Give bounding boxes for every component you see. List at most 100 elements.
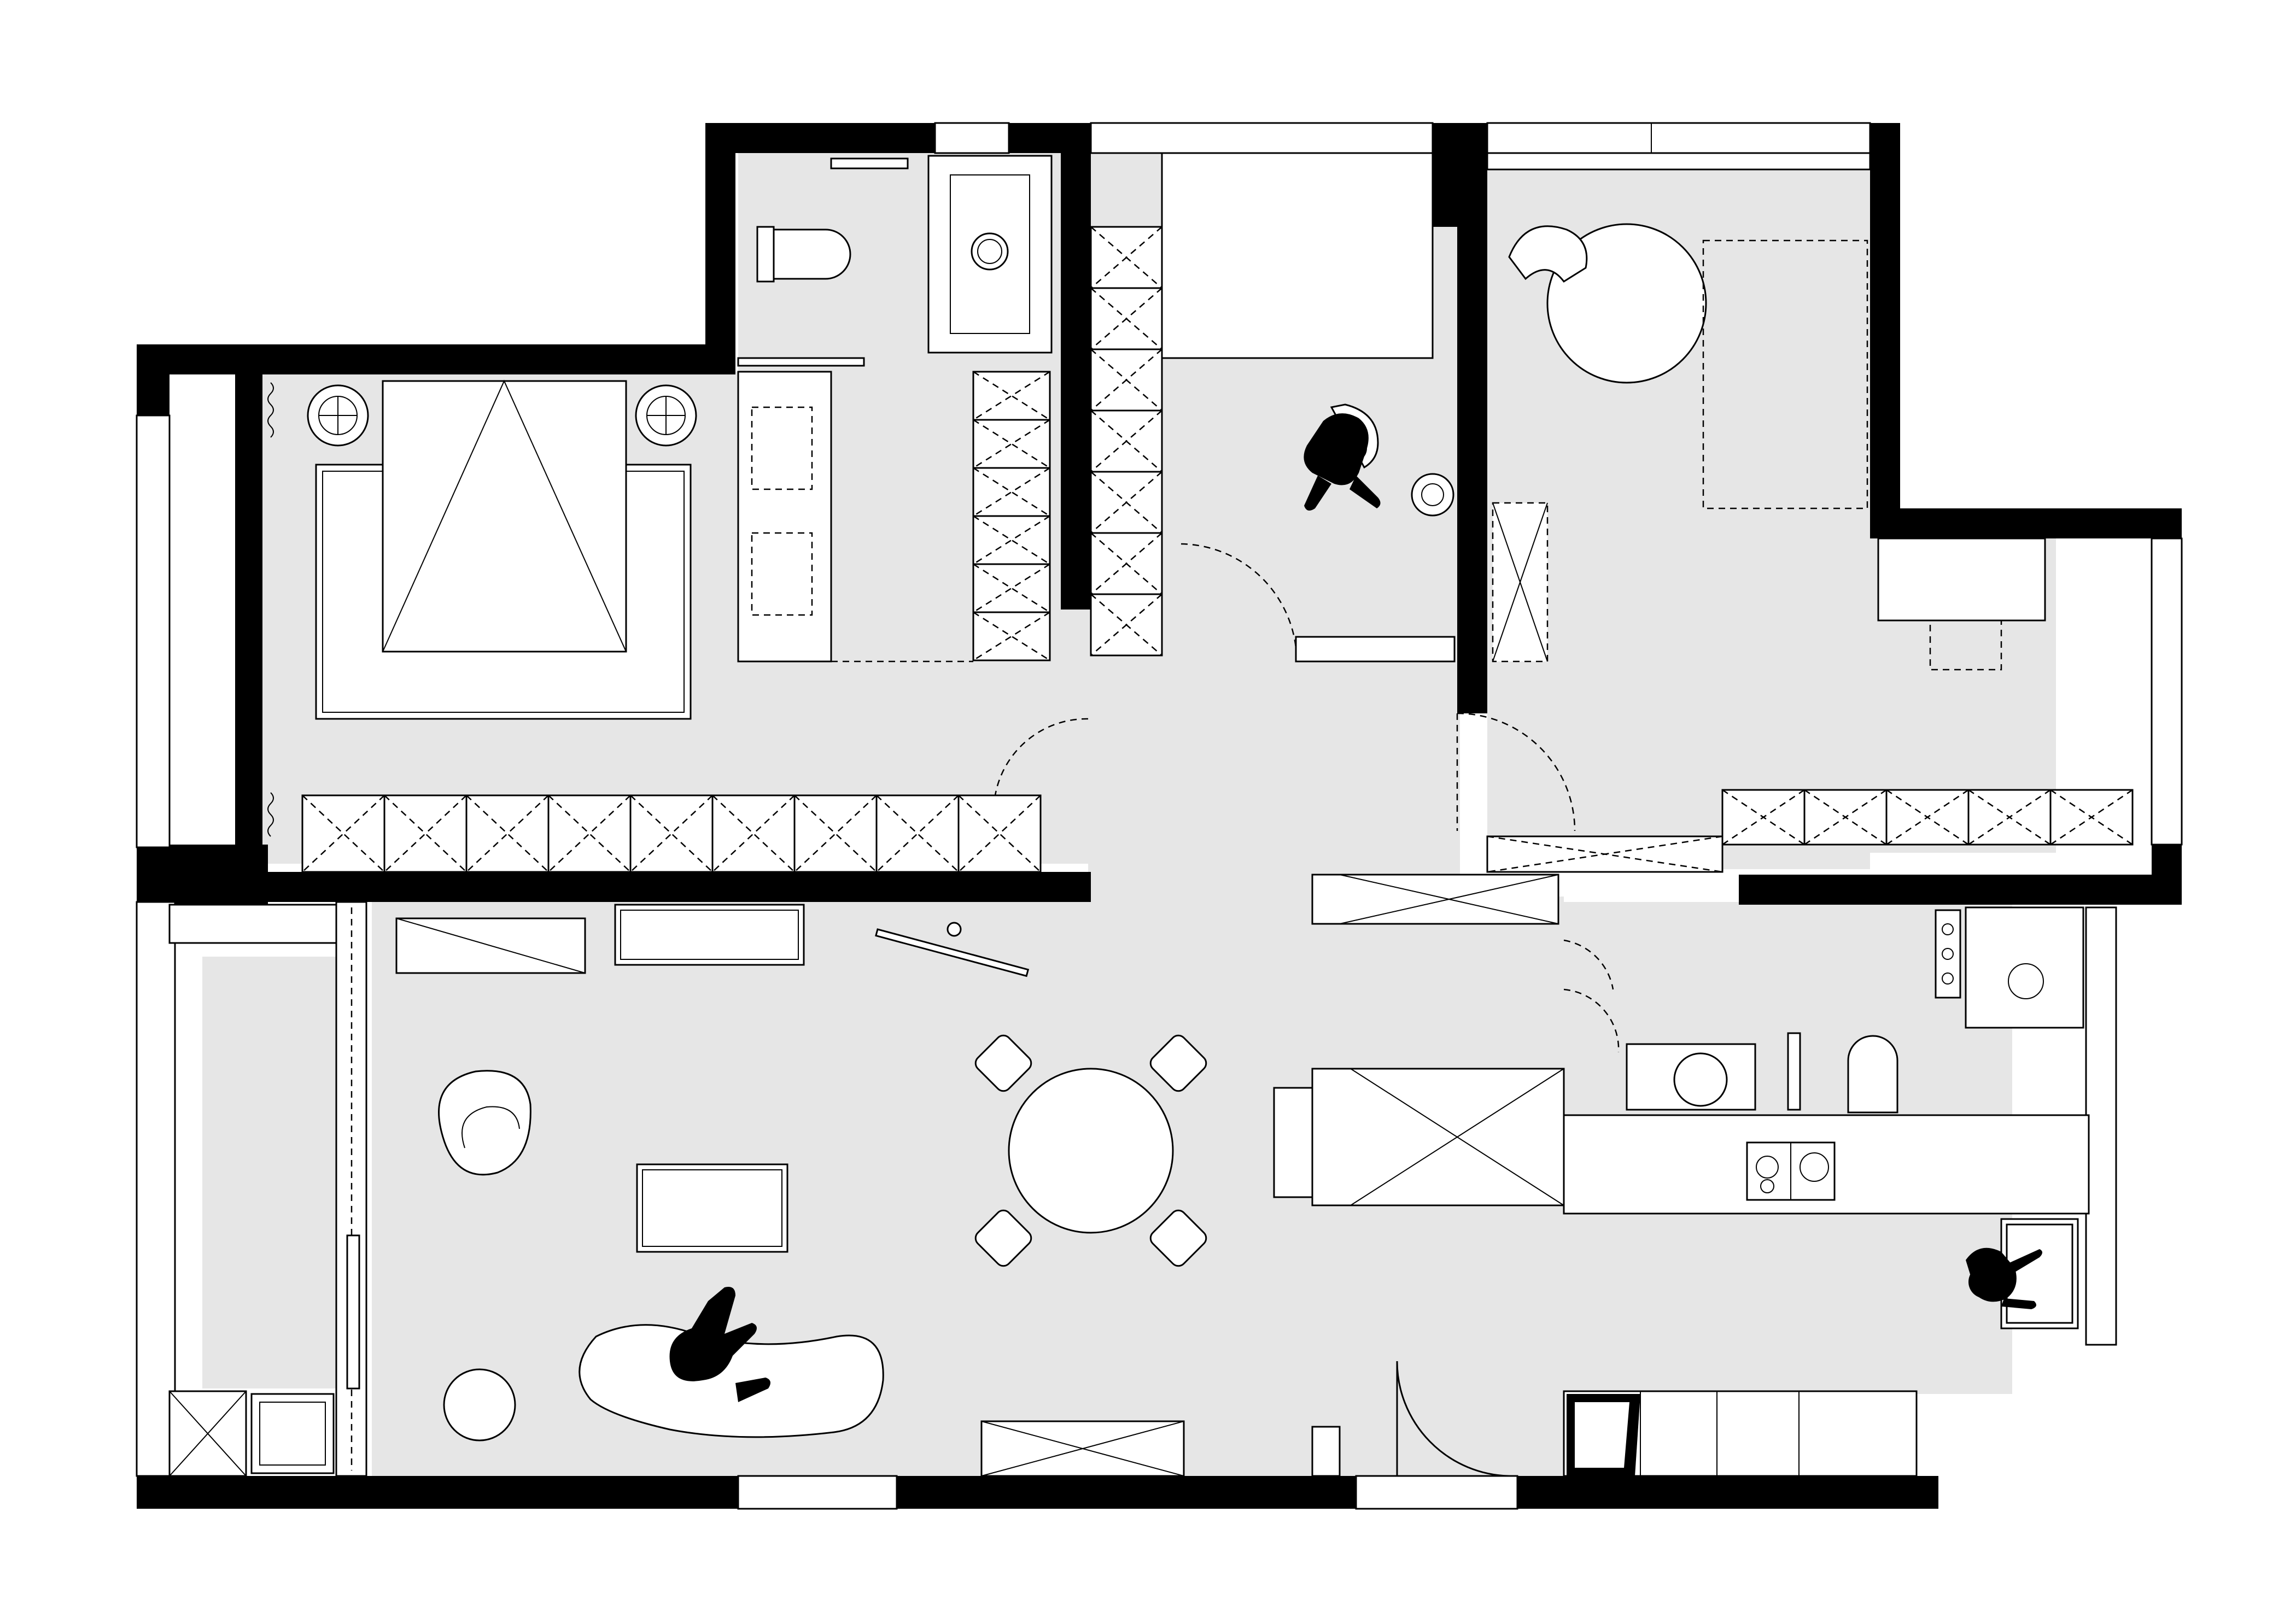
closet-module bbox=[972, 467, 1051, 517]
toilet-icon bbox=[773, 228, 851, 280]
dining-chair-icon bbox=[974, 1034, 1032, 1092]
kitchen bbox=[1563, 906, 2090, 1477]
window-frame bbox=[1090, 122, 1434, 154]
wardrobe-icon bbox=[301, 794, 1042, 873]
wardrobe-module bbox=[301, 794, 385, 873]
person-silhouette-icon bbox=[669, 1287, 770, 1402]
wardrobe-module bbox=[1721, 789, 1806, 846]
wall-segment bbox=[1064, 153, 1083, 197]
wardrobe-module bbox=[1885, 789, 1970, 846]
sink-icon bbox=[751, 406, 813, 490]
person-silhouette-icon bbox=[1304, 413, 1381, 511]
window-frame bbox=[1355, 1475, 1518, 1510]
closet-module bbox=[1090, 471, 1163, 534]
closet-module bbox=[1090, 226, 1163, 289]
wall-segment bbox=[137, 1476, 738, 1509]
wardrobe-module bbox=[547, 794, 632, 873]
armchair-icon bbox=[1508, 225, 1588, 283]
washer-drum bbox=[971, 232, 1009, 271]
shelf-module bbox=[1486, 835, 1724, 873]
coffee-table bbox=[636, 1163, 788, 1253]
kids-bedroom bbox=[1456, 152, 2046, 831]
washing-machine-icon bbox=[250, 1393, 335, 1474]
wardrobe-module bbox=[1967, 789, 2052, 846]
sink-icon bbox=[2006, 1223, 2073, 1324]
shoe-cabinet bbox=[1311, 874, 1559, 925]
window-frame bbox=[2151, 537, 2183, 846]
wall-segment bbox=[1457, 123, 1487, 713]
cooktop-icon bbox=[1746, 1141, 1836, 1201]
door-swing-icon bbox=[1396, 1361, 1510, 1477]
bench bbox=[614, 904, 805, 966]
side-table-icon bbox=[443, 1368, 516, 1442]
wall-segment bbox=[705, 123, 935, 153]
wall-segment bbox=[1739, 875, 2182, 905]
living-room bbox=[335, 901, 1185, 1477]
door-swing-icon bbox=[1181, 543, 1297, 648]
window-frame bbox=[737, 1475, 898, 1510]
chair bbox=[1929, 619, 2002, 671]
windows bbox=[136, 122, 2183, 1510]
person-silhouette-icon bbox=[1966, 1247, 2042, 1309]
wall-segment bbox=[137, 872, 1091, 902]
wall-segment bbox=[1870, 508, 2182, 538]
wall-segment bbox=[235, 372, 262, 872]
toilet-tank bbox=[756, 226, 775, 283]
threshold bbox=[1295, 636, 1456, 663]
washing-machine-icon bbox=[1965, 906, 2084, 1029]
towel-rail bbox=[830, 157, 909, 169]
west-closet bbox=[168, 904, 337, 1477]
floor-lamp-icon bbox=[875, 922, 1030, 977]
closet-module bbox=[972, 515, 1051, 565]
closet-module bbox=[972, 563, 1051, 613]
wall-segment bbox=[137, 344, 170, 415]
door-swing-icon bbox=[1457, 712, 1576, 831]
towel-rack bbox=[1787, 1032, 1801, 1111]
bathroom bbox=[737, 155, 1053, 663]
master-bedroom bbox=[267, 379, 1089, 873]
curtain bbox=[267, 792, 274, 837]
wardrobe-module bbox=[711, 794, 796, 873]
wardrobe-module bbox=[465, 794, 550, 873]
study bbox=[1161, 152, 1456, 663]
wall-segment bbox=[897, 1476, 1356, 1509]
washing-machine-icon bbox=[927, 155, 1053, 354]
bed-icon bbox=[382, 380, 627, 653]
closet-module bbox=[972, 611, 1051, 661]
desk bbox=[1161, 152, 1434, 359]
coat-cabinet bbox=[1311, 1068, 1565, 1206]
closet-module bbox=[972, 419, 1051, 469]
door-post bbox=[1311, 1426, 1341, 1477]
closet-module bbox=[1090, 409, 1163, 473]
kitchen-window bbox=[2085, 906, 2117, 1346]
glass-partition bbox=[346, 1234, 360, 1390]
wardrobe-module bbox=[793, 794, 878, 873]
window-frame bbox=[1486, 122, 1871, 154]
wardrobe-module bbox=[1803, 789, 1888, 846]
bench bbox=[1273, 1087, 1313, 1198]
wardrobe-module bbox=[957, 794, 1042, 873]
door-swing-icon bbox=[1563, 939, 1614, 990]
play-mat bbox=[1702, 239, 1868, 509]
door-swing-icon bbox=[1563, 988, 1620, 1053]
wardrobe-module bbox=[2049, 789, 2134, 846]
wall-segment bbox=[1870, 123, 1900, 538]
dining-chair-icon bbox=[974, 1209, 1032, 1267]
shelf-rail bbox=[1486, 152, 1871, 171]
wall-segment bbox=[1061, 123, 1091, 610]
nightstand-lamp-icon bbox=[635, 384, 697, 447]
curtain bbox=[267, 382, 274, 438]
wall-segment bbox=[1517, 1476, 1938, 1509]
entry-hall bbox=[1273, 874, 1898, 1477]
desk bbox=[1877, 537, 2046, 622]
nightstand-lamp-icon bbox=[307, 384, 369, 447]
dining-chair-icon bbox=[1149, 1209, 1207, 1267]
toilet-icon bbox=[1847, 1035, 1898, 1114]
bed-fold bbox=[382, 379, 627, 652]
wall-segment bbox=[705, 123, 735, 374]
side-table-icon bbox=[1411, 473, 1454, 517]
window-frame bbox=[934, 122, 1010, 154]
walls bbox=[137, 123, 2182, 1509]
sink-icon bbox=[751, 532, 813, 616]
